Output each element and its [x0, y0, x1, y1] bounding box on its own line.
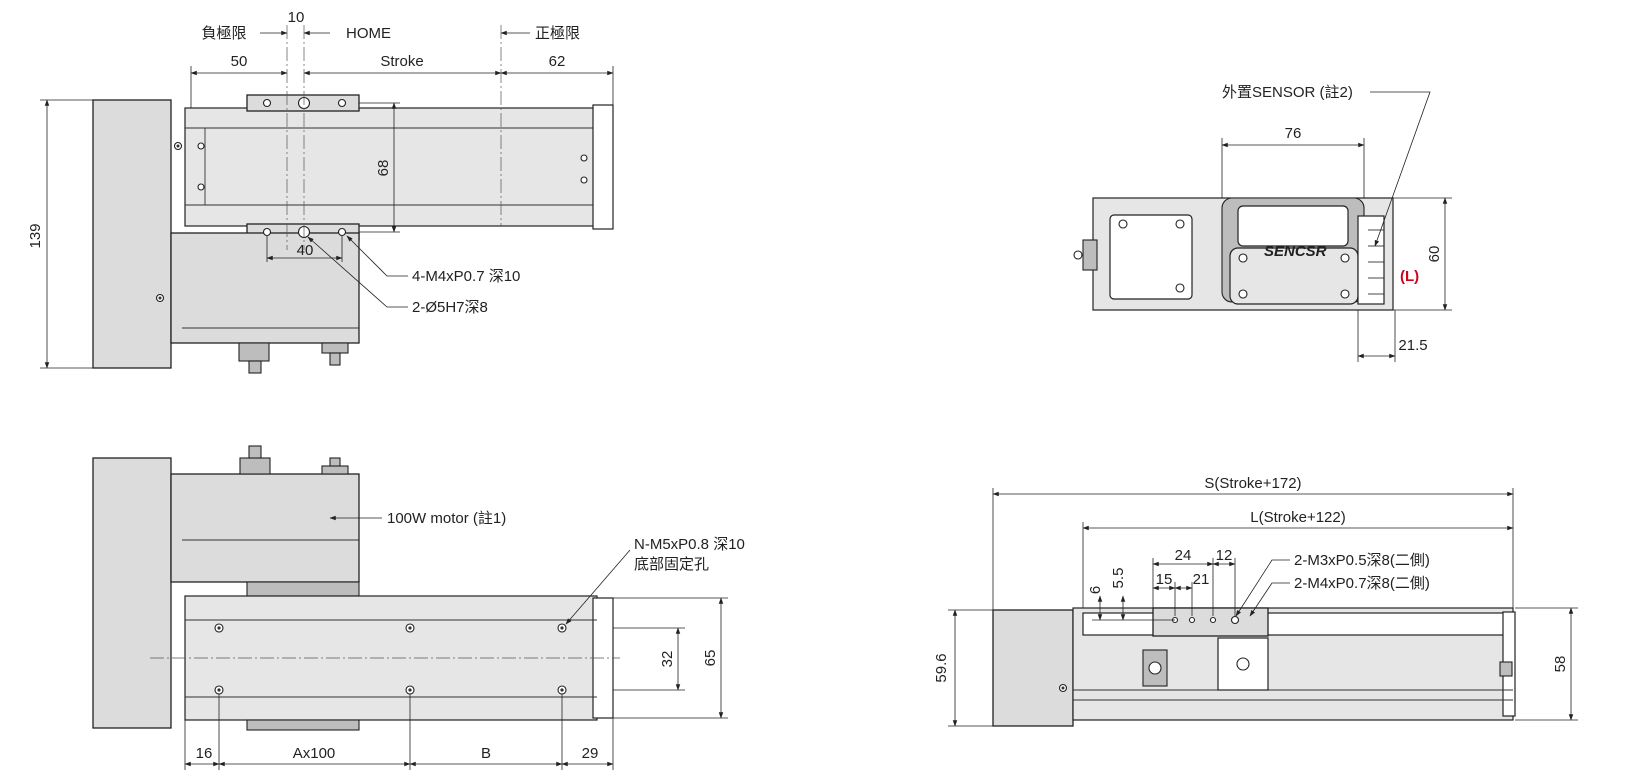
s-total-label: S(Stroke+172) [1204, 475, 1301, 492]
motor-housing [170, 232, 360, 344]
l-total-label: L(Stroke+122) [1250, 509, 1345, 526]
side-motor [992, 609, 1074, 727]
dim-59-6-label: 59.6 [933, 653, 950, 682]
dim-62-label: 62 [549, 53, 566, 70]
dim-6-label: 6 [1087, 586, 1104, 594]
dim-29-label: 29 [582, 745, 599, 762]
dim-58-label: 58 [1552, 656, 1569, 673]
motor-flange-bottom [92, 457, 172, 729]
sensor-brand: SENCSR [1264, 243, 1327, 260]
dim-24-label: 24 [1175, 547, 1192, 564]
side-carriage [1152, 607, 1269, 637]
sensor-view: SENCSR 76 60 21.5 (L) 外置SENSOR (註2) [1073, 84, 1452, 362]
dim-76-label: 76 [1285, 125, 1302, 142]
home-offset-label: 10 [288, 9, 305, 26]
dim-16-label: 16 [196, 745, 213, 762]
dim-21-5-label: 21.5 [1398, 337, 1427, 354]
dim-50-label: 50 [231, 53, 248, 70]
dim-60-label: 60 [1426, 246, 1443, 263]
callout-m5-line2: 底部固定孔 [634, 556, 709, 573]
callout-m3-label: 2-M3xP0.5深8(二側) [1294, 552, 1430, 569]
side-view: S(Stroke+172) L(Stroke+122) 24 12 15 21 … [933, 475, 1578, 727]
bottom-view: 100W motor (註1) N-M5xP0.8 深10 底部固定孔 32 6… [92, 445, 745, 770]
top-view: 50 Stroke 62 負極限 10 HOME 正極限 139 68 40 4… [27, 9, 614, 374]
callout-pin-label: 2-Ø5H7深8 [412, 299, 488, 316]
dim-b-label: B [481, 745, 491, 762]
side-mark-label: (L) [1400, 268, 1419, 285]
stroke-label: Stroke [380, 53, 423, 70]
callout-m4-label: 4-M4xP0.7 深10 [412, 268, 520, 285]
motor-flange [92, 99, 172, 369]
dim-40-label: 40 [297, 242, 314, 259]
height-139-label: 139 [27, 223, 44, 248]
dim-65-label: 65 [702, 650, 719, 667]
end-cap [592, 104, 614, 230]
home-label: HOME [346, 25, 391, 42]
dim-68-label: 68 [375, 160, 392, 177]
dim-12-label: 12 [1216, 547, 1233, 564]
dim-a100-label: Ax100 [293, 745, 336, 762]
neg-limit-label: 負極限 [201, 25, 246, 42]
motor-label: 100W motor (註1) [387, 510, 506, 527]
motor-housing-bottom [170, 473, 360, 583]
dim-5-5-label: 5.5 [1110, 568, 1127, 589]
sensor-callout-label: 外置SENSOR (註2) [1222, 84, 1353, 101]
dim-21-label: 21 [1193, 571, 1210, 588]
dim-15-label: 15 [1156, 571, 1173, 588]
pos-limit-label: 正極限 [535, 25, 580, 42]
callout-m5-line1: N-M5xP0.8 深10 [634, 536, 745, 553]
dim-32-label: 32 [659, 651, 676, 668]
callout-m4-side-label: 2-M4xP0.7深8(二側) [1294, 575, 1430, 592]
